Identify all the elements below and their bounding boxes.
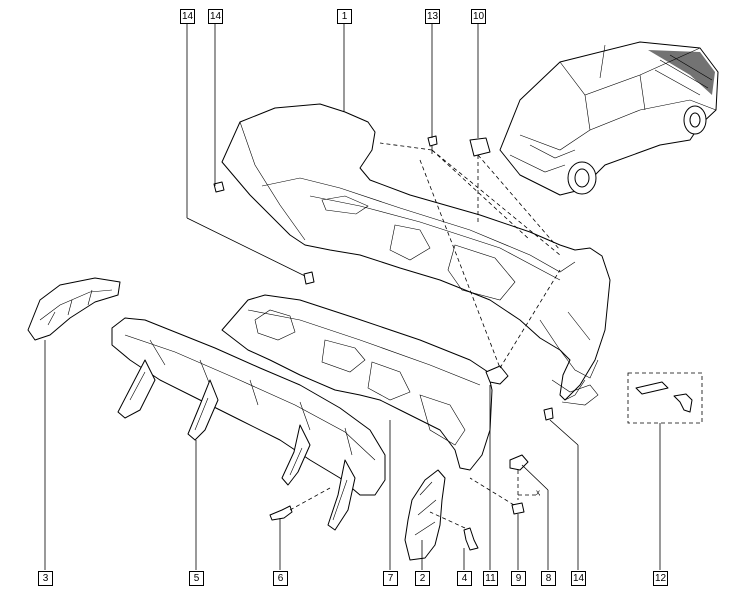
left-side-bracket <box>27 277 121 341</box>
callout-7: 7 <box>383 571 398 586</box>
assembly-lines <box>289 142 561 529</box>
rear-bumper <box>221 103 611 406</box>
callout-9: 9 <box>511 571 526 586</box>
callout-8: 8 <box>541 571 556 586</box>
callout-12: 12 <box>653 571 668 586</box>
axis-label-x: x <box>536 488 540 497</box>
rear-diffuser <box>221 294 493 471</box>
callout-2: 2 <box>415 571 430 586</box>
callout-14-top: 14 <box>208 9 223 24</box>
fasteners <box>213 135 703 551</box>
callout-5: 5 <box>189 571 204 586</box>
callout-3: 3 <box>38 571 53 586</box>
callout-4: 4 <box>457 571 472 586</box>
callout-13: 13 <box>425 9 440 24</box>
leader-lines <box>44 23 661 570</box>
bumper-reinforcement-beam <box>111 317 386 531</box>
callout-1: 1 <box>337 9 352 24</box>
right-side-bracket <box>404 469 446 561</box>
callout-14-top-left: 14 <box>180 9 195 24</box>
callout-14-bottom: 14 <box>571 571 586 586</box>
callout-10: 10 <box>471 9 486 24</box>
vehicle-illustration <box>499 41 719 196</box>
callout-11: 11 <box>483 571 498 586</box>
callout-6: 6 <box>273 571 288 586</box>
